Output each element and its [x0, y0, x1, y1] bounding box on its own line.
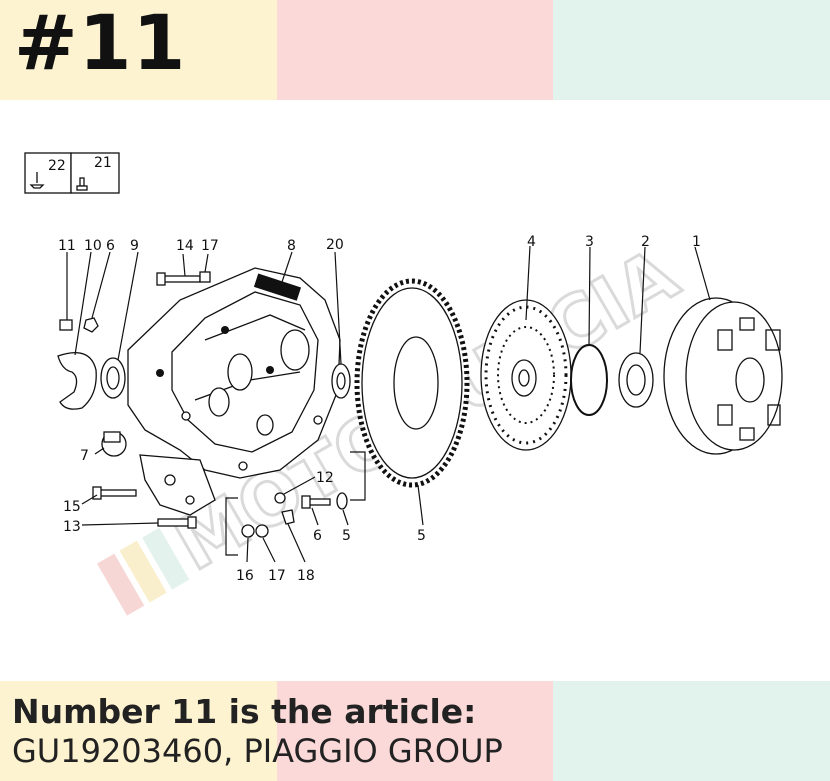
- callout-5: 5: [417, 528, 426, 544]
- band-cell-mint: [553, 681, 830, 781]
- callout-18: 17: [268, 568, 286, 584]
- callout-7: 6: [313, 528, 322, 544]
- flywheel-5: [354, 278, 470, 488]
- long-screw-icon: [29, 172, 45, 189]
- band-cell-yellow: [0, 0, 277, 100]
- callout-14: 13: [63, 519, 81, 535]
- callout-8: 8: [287, 238, 296, 254]
- article-caption: Number 11 is the article: GU19203460, PI…: [12, 693, 503, 771]
- nuts-17-18: [241, 524, 269, 538]
- callout-16: 15: [63, 499, 81, 515]
- callout-15: 14: [176, 238, 194, 254]
- bolt-12: [59, 319, 73, 331]
- exploded-parts-diagram: MOTOMURCIA 22 21: [24, 152, 783, 616]
- legend-number-22: 22: [48, 158, 66, 174]
- legend-number-21: 21: [94, 155, 112, 171]
- valve-19: [281, 509, 295, 525]
- callout-17-lower: 16: [236, 568, 254, 584]
- caption-line-2: GU19203460, PIAGGIO GROUP: [12, 732, 503, 770]
- washer-17-upper: [199, 271, 211, 283]
- release-bearing-2: [618, 352, 654, 408]
- plate-11: [57, 352, 97, 410]
- washer-6-lower: [336, 492, 348, 510]
- callout-1: 1: [692, 234, 701, 250]
- bearing-10: [100, 357, 126, 399]
- callout-19: 18: [297, 568, 315, 584]
- callout-11: 10: [84, 238, 102, 254]
- callout-17-upper: 17: [201, 238, 219, 254]
- callout-10: 9: [130, 238, 139, 254]
- clutch-disc-4: [480, 299, 572, 451]
- plug-9: [101, 431, 127, 457]
- legend-box-21: 21: [70, 152, 120, 194]
- nut-6-upper: [83, 317, 99, 333]
- leader-lines: [66, 245, 711, 563]
- screw-7: [301, 495, 331, 509]
- callout-4: 4: [527, 234, 536, 250]
- washer-13: [274, 492, 286, 504]
- callout-13: 12: [316, 470, 334, 486]
- callout-9: 7: [80, 448, 89, 464]
- legend-box-22: 22: [24, 152, 72, 194]
- short-screw-icon: [76, 177, 88, 191]
- caption-line-1: Number 11 is the article:: [12, 692, 477, 731]
- callout-6-lower: 5: [342, 528, 351, 544]
- callout-12: 11: [58, 238, 76, 254]
- screw-16: [92, 486, 137, 500]
- screw-14: [157, 516, 197, 529]
- band-cell-pink: [276, 681, 554, 781]
- page-heading: #11: [14, 0, 187, 87]
- bottom-color-band: [0, 681, 830, 781]
- clutch-housing: [127, 267, 341, 516]
- callout-6-upper: 6: [106, 238, 115, 254]
- seal-20: [331, 363, 351, 399]
- band-cell-mint: [553, 0, 830, 100]
- band-cell-pink: [276, 0, 554, 100]
- callout-numbers: 11 10 6 9 14 17 8 20 4 3 2 1 7 15 13 12 …: [58, 234, 701, 584]
- callout-20: 20: [326, 237, 344, 253]
- screw-15: [156, 272, 201, 286]
- top-color-band: [0, 0, 830, 100]
- band-cell-yellow: [0, 681, 277, 781]
- callout-2: 2: [641, 234, 650, 250]
- pressure-plate-1: [663, 297, 783, 455]
- callout-3: 3: [585, 234, 594, 250]
